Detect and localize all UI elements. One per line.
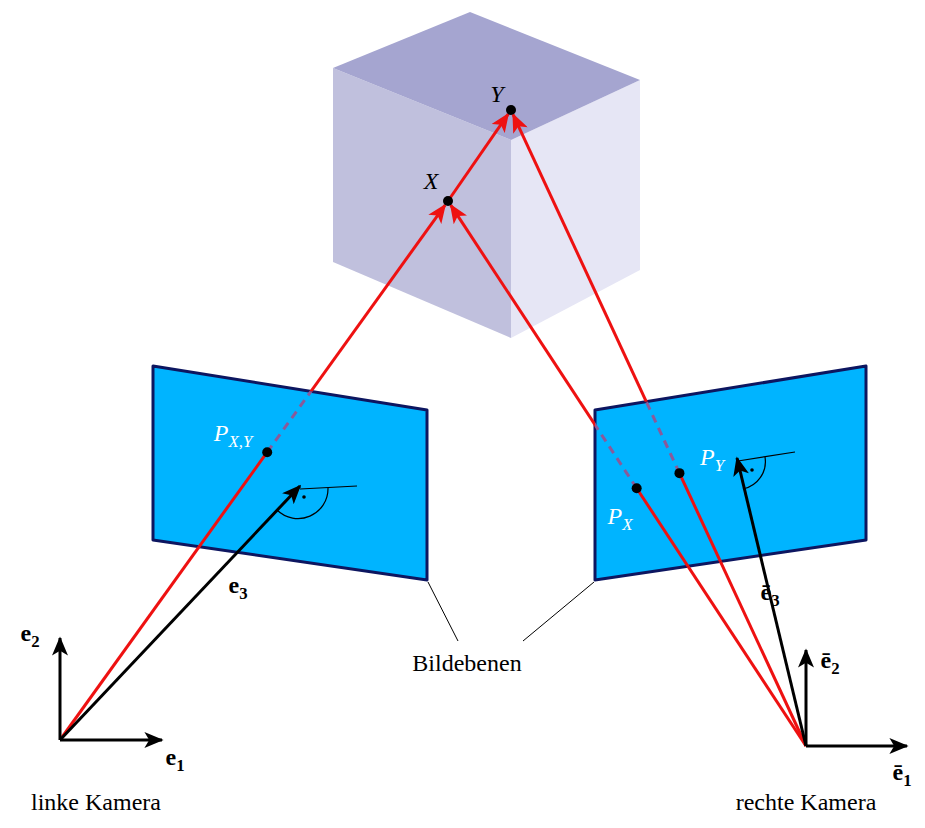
point-dot (674, 468, 684, 478)
subscript: 1 (903, 771, 911, 790)
face (153, 366, 427, 580)
hidden-ray (448, 201, 637, 488)
cube: YX (330, 8, 644, 342)
hidden-ray (267, 201, 448, 452)
subscript: 1 (176, 756, 184, 775)
image-plane-outline (592, 363, 869, 583)
symbol: ē (892, 759, 903, 785)
symbol: P (608, 503, 623, 529)
subscript: 2 (831, 659, 839, 678)
basis-vector (60, 739, 162, 742)
subscript: 3 (239, 584, 247, 603)
basis-vector (60, 486, 300, 740)
image-plane: PYPX (592, 363, 869, 583)
projection-label: PX (608, 504, 633, 528)
axis-label: ē2 (820, 648, 839, 672)
hidden-ray (511, 110, 679, 473)
face (333, 12, 640, 140)
symbol: ē (760, 579, 771, 605)
projection-ray (679, 473, 806, 746)
axis-label: ē3 (760, 580, 779, 604)
face (595, 366, 866, 580)
image-plane-outline (150, 363, 430, 583)
subscript: X (622, 515, 632, 534)
point-dot (632, 483, 642, 493)
symbol: P (214, 420, 229, 446)
right-angle-dot (302, 495, 306, 499)
basis-vector (737, 458, 806, 746)
subscript: X,Y (228, 432, 252, 451)
right-angle-arc (743, 457, 765, 489)
right-angle-dot (750, 468, 754, 472)
projection-ray (60, 205, 445, 740)
point-label: Y (490, 82, 503, 106)
axis-label: e1 (165, 745, 184, 769)
camera-label: rechte Kamera (736, 790, 877, 814)
camera-label: linke Kamera (31, 790, 161, 814)
point-dot (506, 105, 516, 115)
symbol: ē (820, 647, 831, 673)
projection-ray (513, 115, 806, 746)
point-dot (262, 447, 272, 457)
subscript: 2 (31, 632, 39, 651)
callout-label: Bildebenen (412, 651, 521, 675)
point-dot (443, 196, 453, 206)
projection-ray (448, 114, 508, 201)
projection-ray (637, 488, 806, 746)
normal-line (738, 452, 795, 461)
leader-line (428, 582, 458, 641)
projection-label: PX,Y (214, 421, 252, 445)
symbol: P (700, 444, 715, 470)
projection-label: PY (700, 445, 724, 469)
image-plane: PX,Y (150, 363, 430, 583)
subscript: Y (715, 456, 724, 475)
basis-vector (806, 745, 907, 748)
cube-outline (330, 8, 644, 342)
basis-vector (805, 650, 808, 746)
axis-label: ē1 (892, 760, 911, 784)
leader-line (523, 582, 594, 641)
symbol: e (228, 572, 239, 598)
basis-vector (59, 638, 62, 740)
normal-line (300, 486, 357, 489)
projection-ray (60, 452, 267, 740)
symbol: e (165, 744, 176, 770)
axis-label: e3 (228, 573, 247, 597)
symbol: e (20, 620, 31, 646)
point-label: X (424, 169, 439, 193)
subscript: 3 (771, 591, 779, 610)
right-angle-arc (277, 488, 328, 519)
axis-label: e2 (20, 621, 39, 645)
